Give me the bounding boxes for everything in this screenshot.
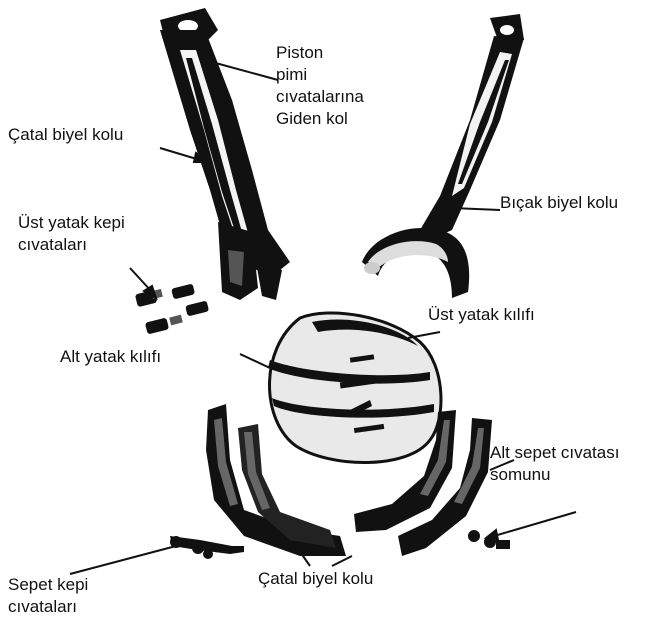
label-fork-rod-bottom: Çatal biyel kolu xyxy=(258,568,373,590)
label-piston-arm: Piston pimi cıvatalarına Giden kol xyxy=(276,42,424,130)
label-basket-cap-bolts: Sepet kepi cıvataları xyxy=(8,574,88,618)
basket-cap-bolts xyxy=(170,536,244,559)
label-upper-cap-bolts-line2: cıvataları xyxy=(18,234,125,256)
label-upper-cap-bolts-line1: Üst yatak kepi xyxy=(18,212,125,234)
label-lower-shell: Alt yatak kılıfı xyxy=(60,346,161,368)
label-piston-arm-word2: pimi xyxy=(276,64,424,86)
label-upper-cap-bolts: Üst yatak kepi cıvataları xyxy=(18,212,125,256)
bearing-shell xyxy=(268,313,441,463)
label-basket-nut-line2: somunu xyxy=(490,464,619,486)
label-basket-nut: Alt sepet cıvatası somunu xyxy=(490,442,619,486)
label-fork-rod-top: Çatal biyel kolu xyxy=(8,124,123,146)
label-upper-shell: Üst yatak kılıfı xyxy=(428,304,535,326)
label-blade-rod: Bıçak biyel kolu xyxy=(500,192,618,214)
label-basket-cap-bolts-line1: Sepet kepi xyxy=(8,574,88,596)
label-basket-cap-bolts-line2: cıvataları xyxy=(8,596,88,618)
label-piston-arm-word1: Piston xyxy=(276,42,424,64)
label-piston-arm-line2: cıvatalarına xyxy=(276,86,424,108)
label-piston-arm-line3: Giden kol xyxy=(276,108,424,130)
label-basket-nut-line1: Alt sepet cıvatası xyxy=(490,442,619,464)
